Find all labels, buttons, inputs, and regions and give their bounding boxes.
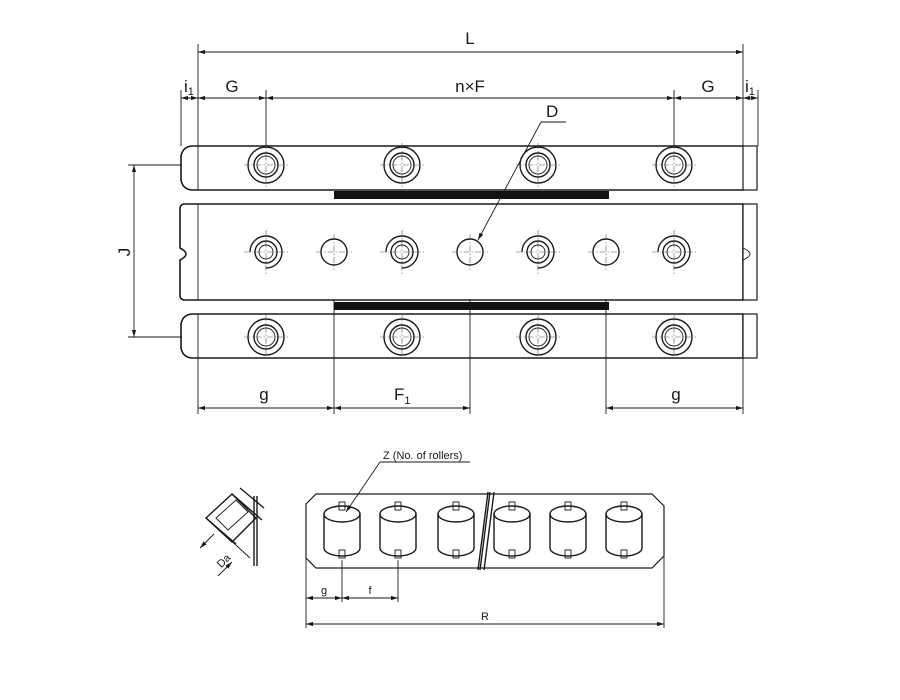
counterbore-hole — [244, 143, 288, 187]
label-D: D — [546, 102, 558, 121]
counterbore-hole — [652, 143, 696, 187]
dimension-D-leader: D — [477, 102, 566, 241]
label-g-left: g — [259, 385, 268, 404]
break-marks — [477, 491, 495, 571]
roller — [605, 501, 643, 559]
tapped-hole — [652, 230, 696, 274]
label-G-left: G — [225, 77, 238, 96]
roller — [493, 501, 531, 559]
label-G-right: G — [701, 77, 714, 96]
label-f: f — [368, 585, 372, 597]
roller-cage-view: Da — [199, 450, 665, 628]
roller-section-view: Da — [199, 487, 265, 577]
label-L: L — [465, 29, 474, 48]
label-Da: Da — [215, 551, 234, 570]
label-i1-left: i1 — [184, 77, 194, 98]
roller — [437, 501, 475, 559]
top-view: L i1 G n×F G i1 D J — [115, 29, 759, 414]
upper-spacer-bar — [334, 191, 609, 199]
dimension-row-top: i1 G n×F G i1 — [181, 77, 758, 101]
counterbore-hole — [516, 143, 560, 187]
lower-spacer-bar — [334, 302, 609, 310]
label-F1: F1 — [394, 385, 411, 407]
dimension-row-bottom: g F1 g — [198, 385, 743, 411]
bottom-rail — [180, 313, 758, 359]
tapped-hole — [516, 230, 560, 274]
through-hole — [452, 234, 488, 270]
roller — [323, 501, 361, 559]
through-hole — [588, 234, 624, 270]
counterbore-hole — [380, 315, 424, 359]
dimension-L: L — [198, 29, 743, 55]
label-R: R — [481, 611, 489, 623]
dimension-R: R — [306, 611, 664, 627]
roller — [379, 501, 417, 559]
extension-lines — [128, 44, 759, 414]
through-hole — [316, 234, 352, 270]
bottom-rail-holes — [244, 315, 696, 359]
label-g-cage: g — [321, 585, 327, 597]
tapped-hole — [244, 230, 288, 274]
label-i1-right: i1 — [745, 77, 755, 98]
label-g-right: g — [671, 385, 680, 404]
roller — [549, 501, 587, 559]
label-nF: n×F — [455, 77, 485, 96]
dimension-J: J — [115, 165, 137, 337]
top-rail — [180, 145, 758, 191]
counterbore-hole — [516, 315, 560, 359]
label-J: J — [115, 248, 134, 257]
dimension-g-f: g f — [306, 585, 398, 601]
top-rail-holes — [244, 143, 696, 187]
middle-rail-holes — [244, 230, 696, 274]
counterbore-hole — [244, 315, 288, 359]
dimension-Z-leader: Z (No. of rollers) — [345, 450, 470, 513]
counterbore-hole — [380, 143, 424, 187]
label-Z: Z (No. of rollers) — [383, 450, 462, 462]
tapped-hole — [380, 230, 424, 274]
cage-extension-lines — [305, 556, 665, 628]
counterbore-hole — [652, 315, 696, 359]
rollers — [323, 501, 643, 559]
